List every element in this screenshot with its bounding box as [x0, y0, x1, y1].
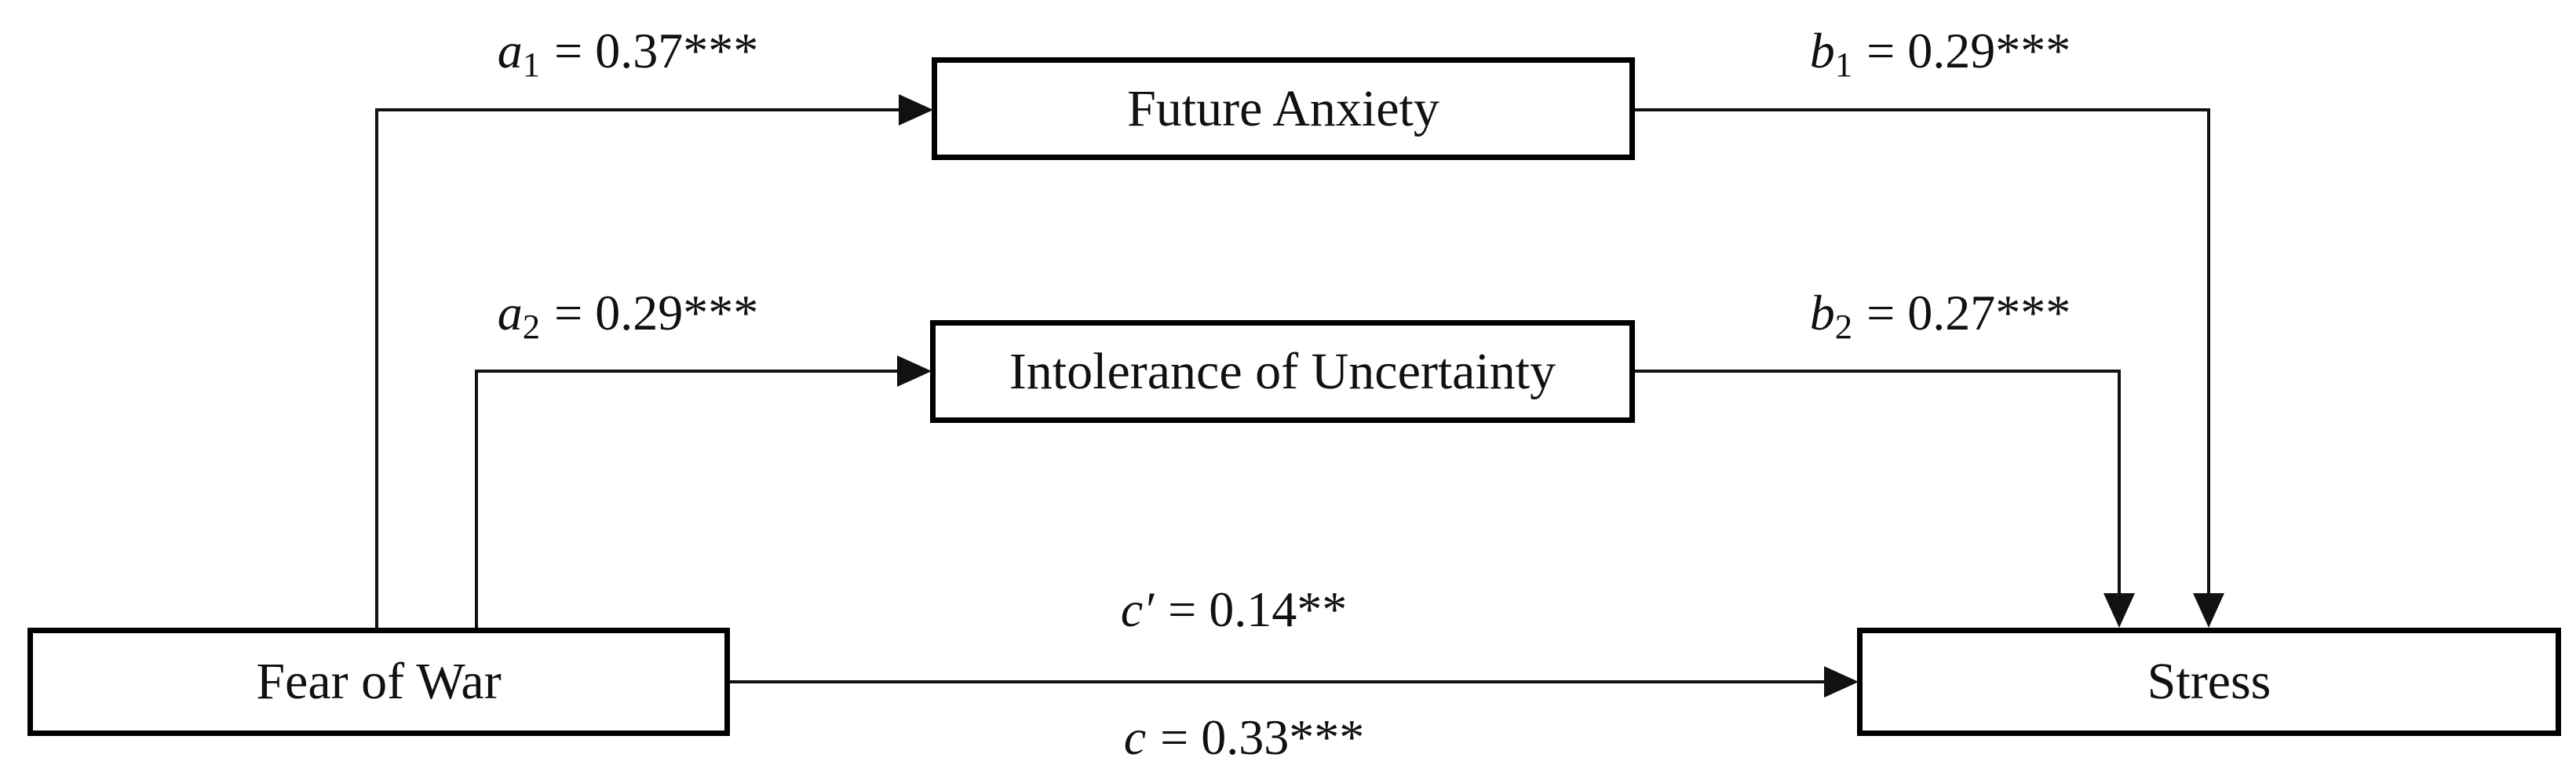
a2-value: = 0.29***: [554, 285, 759, 341]
b2-subscript: 2: [1834, 307, 1853, 347]
path-label-a1: a1 = 0.37***: [497, 22, 759, 82]
b1-subscript: 1: [1834, 45, 1853, 85]
b2-value: = 0.27***: [1866, 285, 2071, 341]
a2-symbol: a: [497, 285, 523, 341]
c-prime-symbol: c′: [1120, 581, 1155, 637]
b1-value: = 0.29***: [1866, 23, 2071, 78]
b2-path-line: [1633, 370, 2121, 596]
b2-arrowhead-icon: [2103, 593, 2135, 628]
box-fear-of-war-label: Fear of War: [256, 653, 502, 710]
a1-symbol: a: [497, 23, 523, 78]
a1-subscript: 1: [522, 45, 541, 85]
path-label-b1: b1 = 0.29***: [1809, 22, 2071, 82]
box-stress: Stress: [1857, 628, 2561, 736]
b1-symbol: b: [1809, 23, 1835, 78]
a1-path-line: [375, 108, 900, 629]
path-label-a2: a2 = 0.29***: [497, 284, 759, 344]
a1-value: = 0.37***: [554, 23, 759, 78]
c-total-value: = 0.33***: [1160, 709, 1365, 765]
box-intolerance-of-uncertainty: Intolerance of Uncertainty: [930, 320, 1635, 423]
a1-arrowhead-icon: [899, 94, 933, 126]
box-fear-of-war: Fear of War: [27, 628, 730, 736]
box-intolerance-of-uncertainty-label: Intolerance of Uncertainty: [1009, 342, 1556, 400]
c-prime-value: = 0.14**: [1168, 581, 1348, 637]
box-future-anxiety-label: Future Anxiety: [1127, 79, 1439, 137]
b2-symbol: b: [1809, 285, 1835, 341]
a2-path-line: [475, 370, 899, 629]
b1-path-line: [1633, 108, 2210, 596]
path-label-c-prime: c′= 0.14**: [1121, 581, 1348, 639]
box-stress-label: Stress: [2147, 653, 2271, 710]
a2-arrowhead-icon: [897, 355, 932, 387]
a2-subscript: 2: [522, 307, 541, 347]
c-total-symbol: c: [1123, 709, 1147, 765]
path-label-b2: b2 = 0.27***: [1809, 284, 2071, 344]
c-arrowhead-icon: [1824, 666, 1859, 698]
path-label-c-total: c= 0.33***: [1124, 709, 1365, 767]
b1-arrowhead-icon: [2193, 593, 2224, 628]
box-future-anxiety: Future Anxiety: [932, 57, 1635, 160]
